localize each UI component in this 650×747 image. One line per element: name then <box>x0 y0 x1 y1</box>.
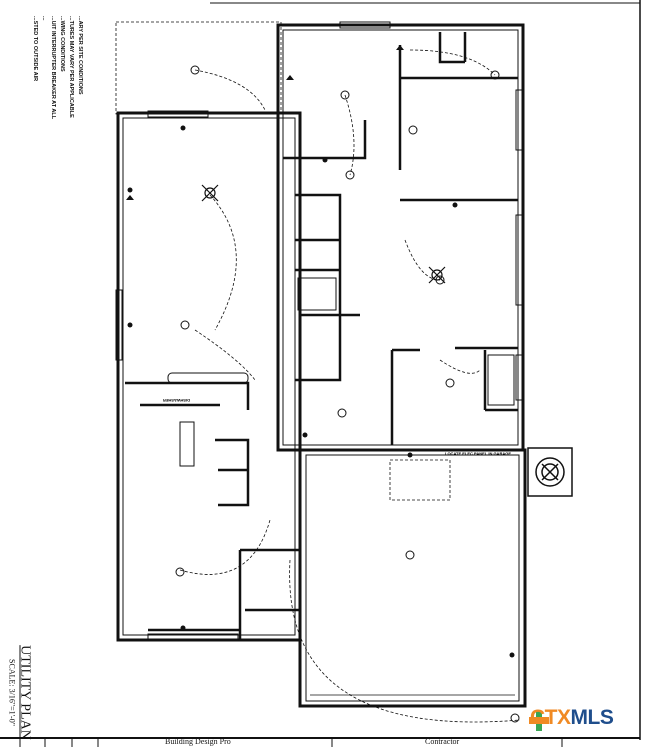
title-block-contractor: Contractor <box>425 737 460 746</box>
title-block-designer: Building Design Pro <box>165 737 231 746</box>
garage-dashed-box <box>389 459 451 501</box>
plan-title: UTILITY PLAN <box>17 645 33 740</box>
ceiling-fans <box>201 184 446 284</box>
elec-panel-label: LOCATE ELEC PANEL IN GARAGE <box>445 451 511 456</box>
interior-walls <box>125 32 518 640</box>
ctxmls-logo-mark <box>529 711 549 731</box>
dishwasher-label: DISHWASHER <box>163 398 190 403</box>
windows <box>115 21 523 641</box>
wall-garage <box>298 448 527 708</box>
island <box>179 421 195 467</box>
tub <box>297 277 515 406</box>
outlets <box>126 45 515 658</box>
title-block-dividers <box>19 738 563 747</box>
plan-scale: SCALE: 3/16"=1'-0" <box>7 659 17 726</box>
drawing-title: UTILITY PLAN SCALE: 3/16"=1'-0" <box>8 643 33 743</box>
wiring-lines <box>179 49 521 723</box>
porch-outline <box>115 21 282 115</box>
hvac-unit <box>527 447 573 497</box>
ctxmls-watermark: CTXMLS <box>530 706 614 729</box>
light-fixtures <box>175 65 520 723</box>
general-notes: ...ARY PER SITE CONDITIONS ...TURES MAY … <box>32 16 83 120</box>
